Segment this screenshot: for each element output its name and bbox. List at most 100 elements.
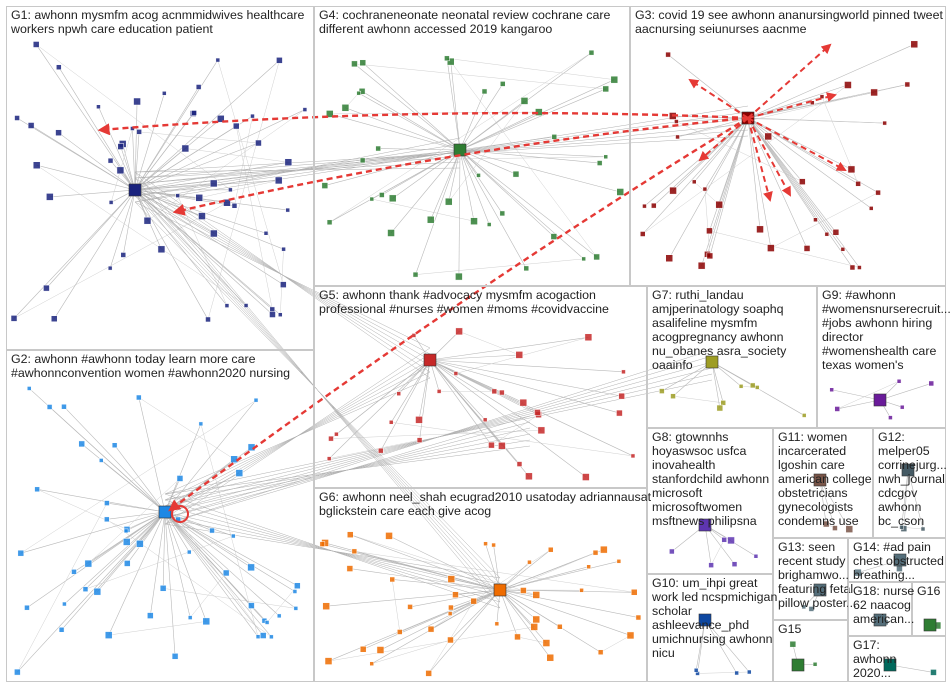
node bbox=[389, 576, 395, 583]
node bbox=[369, 661, 374, 666]
edge bbox=[134, 189, 209, 320]
group-label-line: awhonn bbox=[878, 500, 922, 514]
node bbox=[341, 104, 350, 112]
edge bbox=[371, 198, 475, 222]
edge bbox=[392, 579, 501, 591]
node bbox=[551, 134, 558, 140]
edge bbox=[390, 359, 431, 423]
node bbox=[618, 392, 625, 400]
edge bbox=[64, 511, 166, 605]
node bbox=[62, 601, 67, 607]
node bbox=[46, 404, 53, 410]
edge bbox=[415, 258, 584, 275]
node bbox=[486, 222, 492, 227]
node bbox=[444, 55, 450, 62]
group-label-line: #womensnurserecruit... bbox=[822, 302, 951, 316]
edge bbox=[266, 585, 298, 623]
node bbox=[232, 122, 240, 130]
edge bbox=[676, 121, 803, 182]
node bbox=[104, 516, 110, 523]
edge bbox=[677, 84, 908, 138]
node bbox=[285, 207, 290, 213]
influence-arrow bbox=[172, 116, 749, 216]
node bbox=[812, 662, 818, 667]
edge bbox=[429, 359, 622, 397]
edge bbox=[499, 589, 639, 618]
node bbox=[416, 437, 423, 443]
node bbox=[904, 81, 911, 88]
node bbox=[532, 615, 540, 624]
edge bbox=[36, 165, 247, 306]
group-label-g2: G2: awhonn #awhonn today learn more care… bbox=[11, 352, 309, 380]
node bbox=[753, 554, 759, 559]
node bbox=[470, 217, 478, 225]
influence-arrow bbox=[97, 111, 749, 136]
group-label-line: G10: um_ihpi great bbox=[652, 576, 758, 590]
node bbox=[263, 231, 269, 236]
node bbox=[582, 473, 590, 481]
node bbox=[665, 51, 671, 58]
group-label-line: amjperinatology soaphq bbox=[652, 302, 784, 316]
edge bbox=[236, 126, 273, 310]
node bbox=[369, 196, 375, 202]
edge bbox=[642, 84, 849, 235]
node bbox=[483, 541, 488, 546]
node bbox=[706, 252, 714, 260]
edge bbox=[354, 63, 606, 90]
node bbox=[222, 569, 230, 577]
group-label-line: umichnursing awhonn bbox=[652, 632, 773, 646]
edge bbox=[134, 101, 138, 191]
self-loop-marker bbox=[171, 505, 189, 523]
group-label-line: G9: #awhonn bbox=[822, 288, 896, 302]
node bbox=[630, 589, 638, 596]
node bbox=[669, 548, 675, 555]
node bbox=[17, 549, 25, 557]
node bbox=[586, 564, 591, 569]
edge bbox=[701, 117, 749, 266]
group-label-line: #awhonnconvention women #awhonn2020 nurs… bbox=[11, 366, 290, 380]
edge bbox=[459, 88, 606, 151]
inter-group-edge bbox=[134, 105, 749, 203]
node bbox=[674, 119, 679, 124]
edge bbox=[324, 149, 461, 186]
node bbox=[514, 633, 521, 641]
edge bbox=[106, 519, 272, 638]
group-label-line: G3: covid 19 see awhonn ananursingworld … bbox=[635, 8, 943, 22]
edge bbox=[747, 117, 853, 268]
node bbox=[379, 192, 385, 198]
node bbox=[832, 229, 840, 236]
node bbox=[124, 560, 131, 567]
edge bbox=[409, 589, 501, 608]
node bbox=[378, 447, 384, 454]
node bbox=[697, 261, 706, 270]
edge bbox=[429, 359, 524, 403]
edge bbox=[419, 359, 431, 441]
group-label-line: breathing... bbox=[853, 568, 915, 582]
edge bbox=[164, 511, 280, 617]
edge bbox=[49, 189, 136, 198]
node bbox=[928, 380, 935, 387]
node bbox=[455, 272, 463, 281]
node bbox=[822, 520, 830, 528]
edge bbox=[704, 117, 749, 190]
node bbox=[210, 229, 218, 238]
node bbox=[26, 386, 32, 391]
node bbox=[32, 41, 40, 48]
node bbox=[108, 200, 114, 205]
node bbox=[481, 88, 488, 95]
node bbox=[198, 212, 206, 220]
node bbox=[326, 219, 333, 226]
node bbox=[328, 435, 334, 442]
edge bbox=[819, 479, 827, 525]
hub-node bbox=[698, 518, 712, 532]
node bbox=[542, 639, 551, 647]
node bbox=[191, 110, 197, 116]
hub-node bbox=[923, 618, 937, 632]
node bbox=[274, 176, 283, 185]
edge bbox=[329, 113, 461, 151]
group-label-g6: G6: awhonn neel_shah ecugrad2010 usatoda… bbox=[319, 490, 651, 518]
edge bbox=[26, 511, 166, 608]
hub-node bbox=[493, 583, 507, 597]
